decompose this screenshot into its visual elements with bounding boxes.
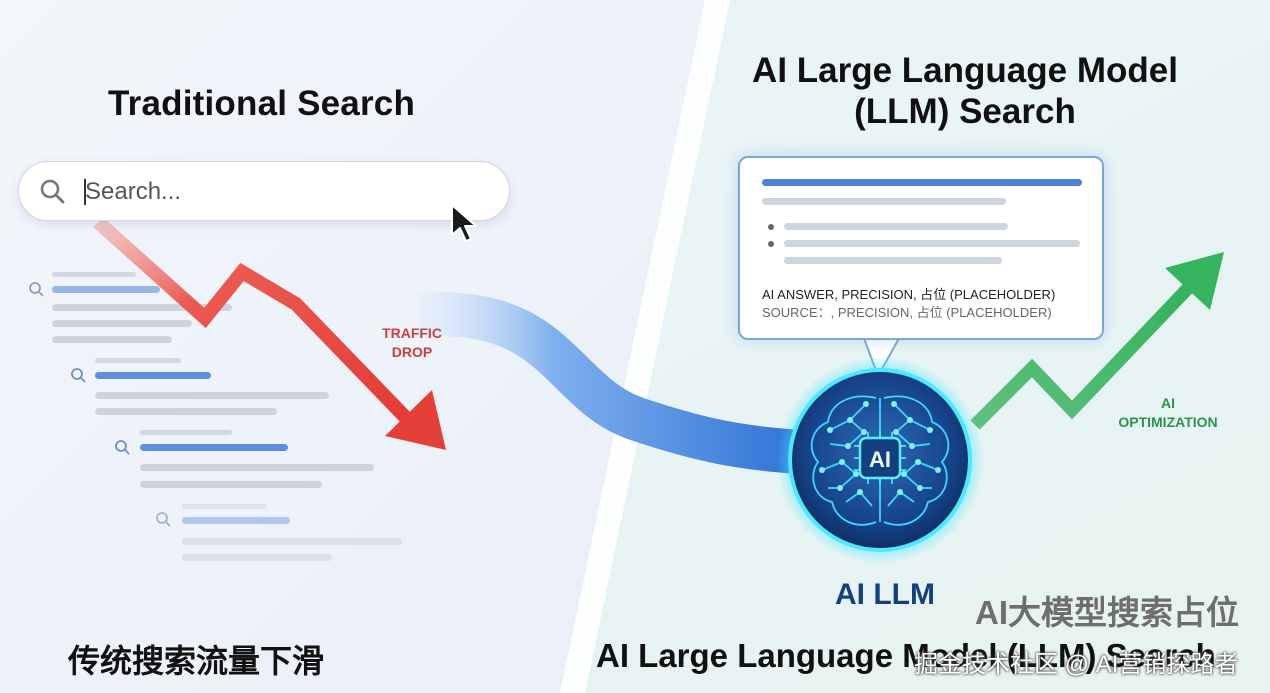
search-bar[interactable]: Search... bbox=[18, 161, 510, 221]
left-panel-title: Traditional Search bbox=[108, 84, 416, 123]
search-placeholder: Search... bbox=[85, 178, 182, 205]
left-caption: 传统搜索流量下滑 bbox=[68, 643, 325, 679]
traffic-drop-label: TRAFFIC DROP bbox=[364, 324, 460, 362]
right-panel-title: AI Large Language Model (LLM) Search bbox=[700, 50, 1230, 132]
ai-answer-line: AI ANSWER, PRECISION, 占位 (PLACEHOLDER) bbox=[762, 287, 1056, 302]
result-stack-3 bbox=[115, 430, 374, 488]
traffic-drop-arrow bbox=[93, 216, 446, 450]
ai-answer-bubble: AI ANSWER, PRECISION, 占位 (PLACEHOLDER) S… bbox=[738, 156, 1104, 340]
ai-brain-node: AI bbox=[776, 356, 984, 564]
ai-optimization-label: AI OPTIMIZATION bbox=[1098, 394, 1238, 432]
result-stack-4 bbox=[156, 504, 402, 561]
result-stack-2 bbox=[71, 358, 329, 415]
right-caption-en: AI Large Language Model (LLM) Search bbox=[596, 637, 1216, 674]
growth-arrow bbox=[970, 252, 1224, 430]
answer-skeleton-lines bbox=[762, 179, 1082, 264]
flow-ribbon bbox=[418, 292, 802, 474]
source-line: SOURCE：, PRECISION, 占位 (PLACEHOLDER) bbox=[762, 305, 1052, 320]
optimization-line-2: OPTIMIZATION bbox=[1118, 414, 1218, 430]
right-title-line-2: (LLM) Search bbox=[854, 92, 1076, 131]
traffic-label-line-2: DROP bbox=[391, 344, 433, 360]
right-caption-cn: AI大模型搜索占位 bbox=[975, 594, 1239, 631]
ai-llm-label: AI LLM bbox=[835, 578, 935, 611]
optimization-line-1: AI bbox=[1161, 395, 1175, 411]
ai-chip-label: AI bbox=[869, 447, 891, 472]
traffic-label-line-1: TRAFFIC bbox=[382, 325, 442, 341]
right-title-line-1: AI Large Language Model bbox=[752, 51, 1178, 90]
watermark: 掘金技术社区 @ AI营销探路者 bbox=[914, 651, 1239, 678]
mouse-pointer-icon bbox=[451, 204, 477, 242]
search-icon bbox=[40, 179, 65, 204]
text-caret bbox=[84, 179, 86, 205]
